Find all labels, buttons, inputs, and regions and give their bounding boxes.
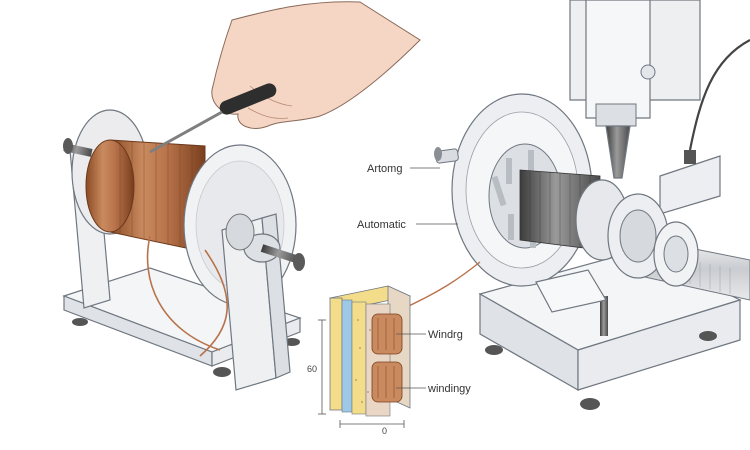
spool-axle bbox=[63, 138, 305, 391]
feed-wire bbox=[399, 261, 481, 311]
winding-machine bbox=[434, 0, 750, 410]
dimension-lines bbox=[318, 319, 405, 428]
dimension-width-label: 0 bbox=[382, 426, 387, 436]
wire-strand bbox=[146, 235, 228, 357]
screwdriver-icon bbox=[149, 83, 277, 154]
label-windingy: windingy bbox=[427, 383, 471, 395]
coil-cross-section bbox=[328, 285, 412, 417]
label-artomg: Artomg bbox=[367, 163, 402, 175]
label-windrg: Windrg bbox=[428, 329, 463, 341]
hand-icon bbox=[211, 1, 421, 129]
dimension-height-label: 60 bbox=[307, 364, 317, 374]
label-automatic: Automatic bbox=[357, 219, 406, 231]
leader-lines bbox=[396, 167, 458, 389]
